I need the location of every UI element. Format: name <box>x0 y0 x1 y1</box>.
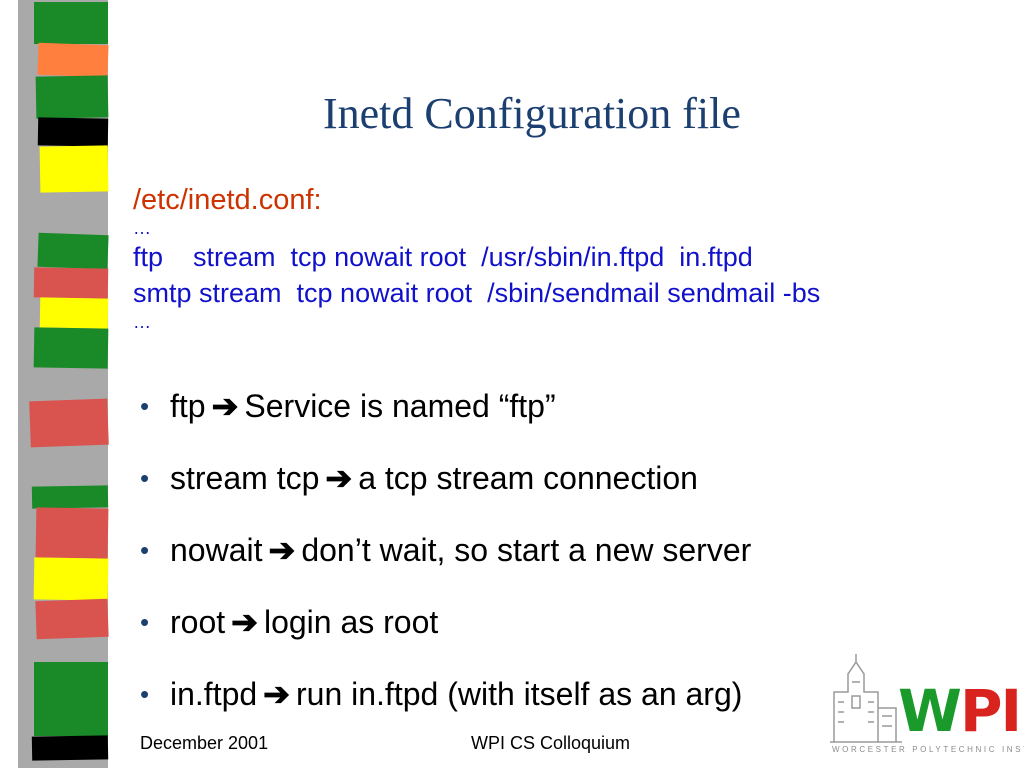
wpi-logo: WPI WORCESTER POLYTECHNIC INSTITUTE <box>826 652 1024 760</box>
campus-building-icon <box>830 654 902 743</box>
bullet-dot-icon: • <box>140 679 150 709</box>
bullet-dot-icon: • <box>140 535 150 565</box>
bullet-dot-icon: • <box>140 463 150 493</box>
strip-color-block <box>33 557 109 601</box>
arrow-right-icon: ➔ <box>231 604 258 640</box>
bullet-item: • nowait➔don’t wait, so start a new serve… <box>140 528 840 600</box>
strip-color-block <box>37 232 109 270</box>
bullet-description: run in.ftpd (with itself as an arg) <box>295 676 743 712</box>
slide-title: Inetd Configuration file <box>323 89 741 138</box>
bullet-term: ftp <box>170 388 206 424</box>
arrow-right-icon: ➔ <box>263 676 290 712</box>
bullet-description: login as root <box>263 604 439 640</box>
wordmark-p: P <box>959 677 1002 745</box>
bullet-item: • in.ftpd➔run in.ftpd (with itself as an … <box>140 672 840 744</box>
strip-color-block <box>37 117 109 147</box>
arrow-right-icon: ➔ <box>211 388 239 424</box>
strip-color-block <box>29 398 109 448</box>
config-line: ftp stream tcp nowait root /usr/sbin/in.… <box>133 242 753 272</box>
config-excerpt: /etc/inetd.conf: … ftp stream tcp nowait… <box>133 183 1018 333</box>
bullet-description: don’t wait, so start a new server <box>301 532 752 568</box>
strip-color-block <box>35 75 109 119</box>
bullet-dot-icon: • <box>140 391 150 421</box>
strip-color-block <box>33 327 109 369</box>
footer-event: WPI CS Colloquium <box>471 733 631 753</box>
strip-color-block <box>39 145 109 193</box>
strip-color-block <box>37 42 109 78</box>
arrow-right-icon: ➔ <box>268 532 296 568</box>
wordmark-w: W <box>898 677 962 745</box>
wordmark-i: I <box>1000 677 1023 745</box>
bullet-term: nowait <box>170 532 263 568</box>
decorative-left-strip <box>18 0 109 768</box>
strip-color-block <box>31 735 109 761</box>
strip-color-block <box>34 2 108 44</box>
arrow-right-icon: ➔ <box>325 460 353 496</box>
bullet-description: Service is named “ftp” <box>244 388 556 424</box>
bullet-term: stream tcp <box>170 460 320 496</box>
bullet-list: •ftp➔Service is named “ftp” •stream tcp➔… <box>140 384 840 744</box>
config-line: … <box>133 218 151 238</box>
bullet-term: in.ftpd <box>170 676 258 712</box>
strip-color-block <box>35 507 109 559</box>
strip-color-block <box>33 267 109 299</box>
config-line: … <box>133 312 151 332</box>
bullet-item: • stream tcp➔a tcp stream connection <box>140 456 840 528</box>
bullet-item: • root➔login as root <box>140 600 840 672</box>
wpi-wordmark: WPI <box>898 682 1022 740</box>
strip-color-block <box>39 297 109 329</box>
bullet-description: a tcp stream connection <box>358 460 698 496</box>
strip-color-block <box>31 485 109 509</box>
bullet-item: • ftp➔Service is named “ftp” <box>140 384 840 456</box>
bullet-dot-icon: • <box>140 607 150 637</box>
wpi-tagline: WORCESTER POLYTECHNIC INSTITUTE <box>832 745 1024 754</box>
bullet-term: root <box>170 604 226 640</box>
strip-color-block <box>35 598 109 640</box>
config-filename: /etc/inetd.conf: <box>133 184 322 216</box>
footer-date: December 2001 <box>140 733 269 753</box>
config-line: smtp stream tcp nowait root /sbin/sendma… <box>133 278 821 308</box>
strip-color-block <box>34 662 108 736</box>
